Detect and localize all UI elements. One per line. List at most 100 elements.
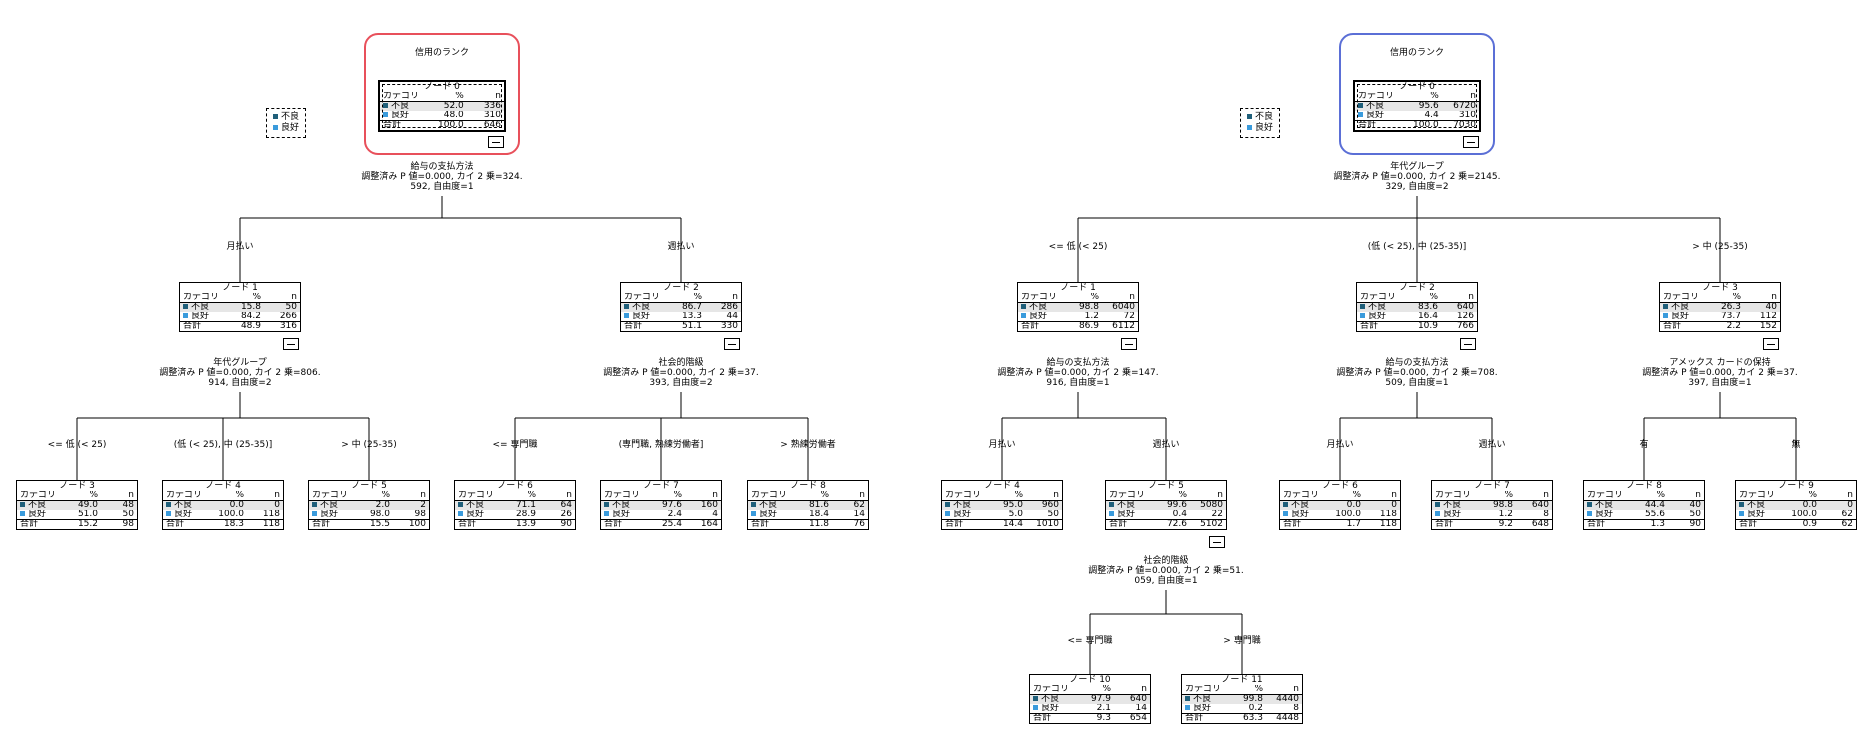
collapse-toggle-button[interactable] (1121, 338, 1137, 350)
node-title: ノード 0 (424, 82, 460, 92)
branch-label: <= 専門職 (492, 440, 538, 450)
node-header-cell: カテゴリ (1584, 491, 1632, 501)
branch-label: 週払い (1152, 440, 1180, 450)
total-cell: 164 (685, 519, 721, 529)
legend-label: 良好 (281, 123, 300, 133)
node-title: ノード 6 (1322, 481, 1358, 491)
bad-swatch-icon (1247, 114, 1252, 119)
category-value: 18.4 (808, 510, 829, 519)
node-title: ノード 7 (1474, 481, 1510, 491)
category-cell: 良好 (309, 510, 357, 520)
node-header-cell: n (1026, 491, 1062, 501)
category-value: 52.0 (429, 101, 467, 111)
category-label: 良好 (1443, 510, 1462, 519)
node-header-cell: % (65, 491, 101, 501)
total-cell: 5102 (1190, 519, 1226, 529)
category-label: 不良 (1671, 302, 1690, 312)
legend-label: 良好 (1255, 123, 1274, 133)
category-value: 62 (832, 500, 868, 510)
category-cell: 良好 (1106, 510, 1154, 520)
bad-swatch-icon (751, 502, 756, 507)
collapse-toggle-button[interactable] (1463, 136, 1479, 148)
collapse-toggle-button[interactable] (1460, 338, 1476, 350)
good-swatch-icon (1358, 112, 1363, 117)
category-cell: 不良 (17, 500, 65, 510)
legend: 不良良好 (1240, 108, 1281, 138)
category-cell: 良好 (1018, 312, 1066, 322)
split-variable: 社会的階級 (1143, 556, 1189, 566)
collapse-toggle-button[interactable] (1209, 536, 1225, 548)
legend-item: 不良 (1247, 112, 1273, 123)
category-label: 良好 (1368, 312, 1387, 321)
legend: 不良良好 (266, 108, 307, 138)
good-swatch-icon (1247, 125, 1252, 130)
category-label: 不良 (28, 500, 47, 510)
category-cell: 良好 (180, 312, 228, 322)
category-value: 50 (1689, 510, 1701, 519)
category-value: 55.6 (1644, 510, 1665, 519)
node-header-cell: % (1405, 293, 1441, 303)
good-swatch-icon (1185, 705, 1190, 710)
category-cell: 不良 (1357, 302, 1405, 312)
collapse-toggle-button[interactable] (283, 338, 299, 350)
collapse-toggle-button[interactable] (1763, 338, 1779, 350)
total-cell: 646 (466, 120, 504, 130)
total-cell: 合計 (1106, 519, 1154, 529)
split-statistic-cont: 059, 自由度=1 (1134, 576, 1198, 586)
total-cell: 7030 (1441, 120, 1479, 130)
branch-label: (低 (< 25), 中 (25-35)] (173, 440, 273, 450)
category-label: 不良 (759, 500, 778, 510)
total-cell: 合計 (1182, 713, 1230, 723)
branch-label: 月払い (226, 242, 254, 252)
bad-swatch-icon (1587, 502, 1592, 507)
total-cell: 13.9 (503, 519, 539, 529)
node-header-cell: n (1114, 685, 1150, 695)
collapse-toggle-button[interactable] (724, 338, 740, 350)
branch-label: 月払い (988, 440, 1016, 450)
node-title: ノード 2 (1399, 283, 1435, 293)
category-value: 50 (264, 302, 300, 312)
category-value: 28.9 (515, 510, 536, 519)
category-cell: 不良 (1736, 500, 1784, 510)
category-label: 良好 (174, 510, 193, 519)
category-value: 640 (1441, 302, 1477, 312)
total-cell: 62 (1820, 519, 1856, 529)
bad-swatch-icon (1360, 304, 1365, 309)
node-header-cell: カテゴリ (1355, 92, 1405, 102)
split-info: 給与の支払方法調整済み P 値=0.000, カイ 2 乗=147.916, 自… (978, 358, 1178, 388)
collapse-toggle-button[interactable] (488, 136, 504, 148)
category-label: 不良 (953, 500, 972, 510)
node-title: ノード 9 (1778, 481, 1814, 491)
